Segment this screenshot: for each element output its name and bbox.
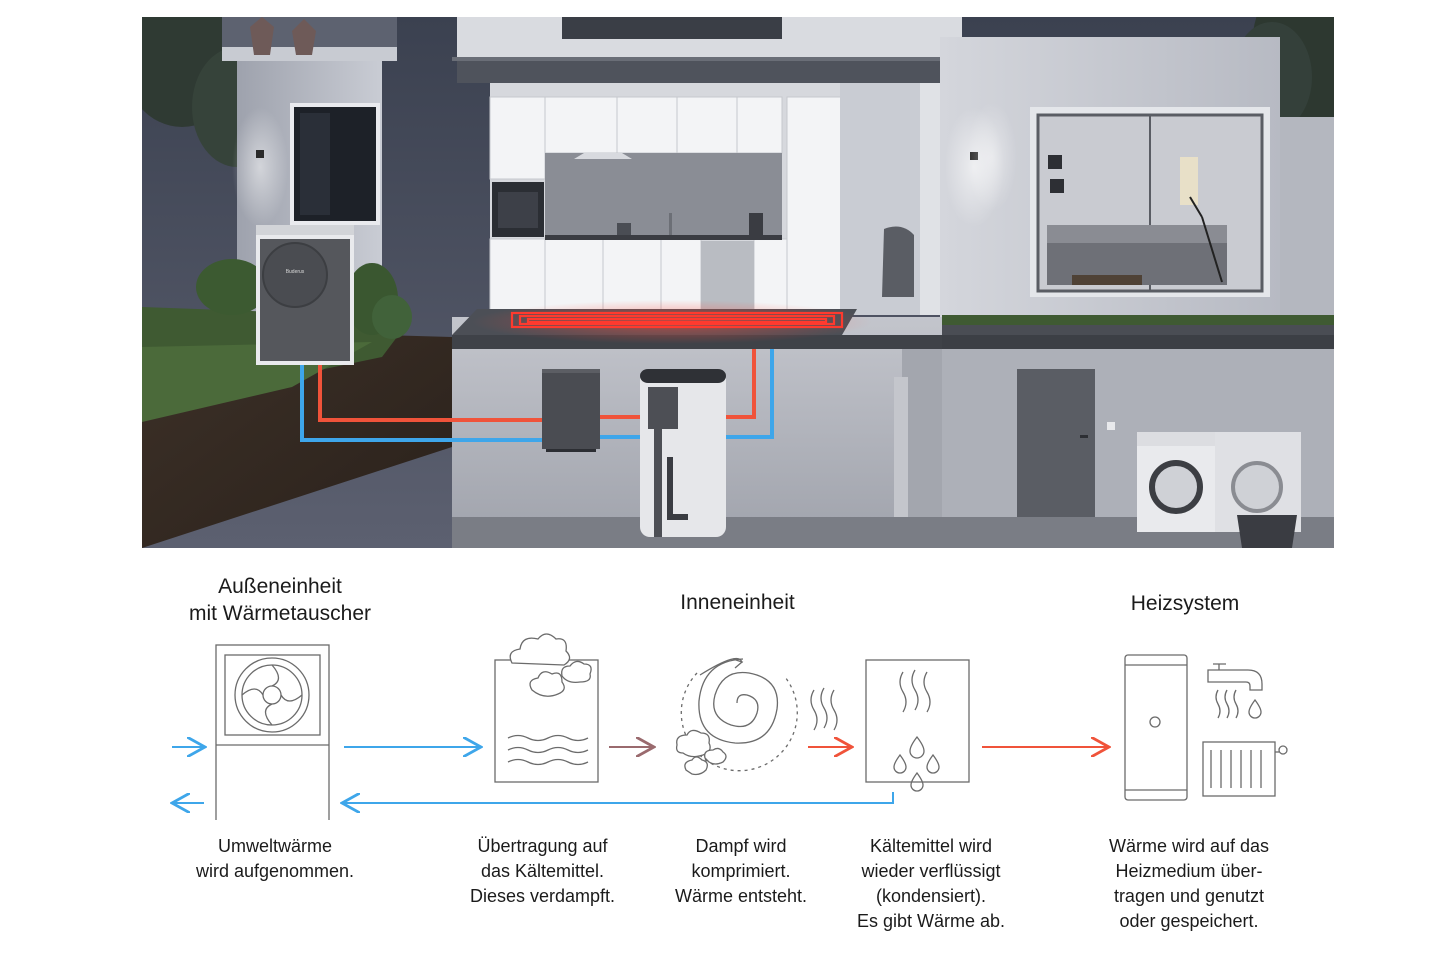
caption-step-1: Umweltwärme wird aufgenommen. [195,836,355,881]
caption-step-5: Wärme wird auf das Heizmedium über- trag… [1108,836,1270,931]
hot-pipe-outdoor [318,365,542,422]
outdoor-unit-icon [215,644,330,820]
heading-heating-system: Heizsystem [1130,592,1240,615]
house-cutaway-illustration: Buderus [142,17,1334,548]
indoor-unit [542,369,600,452]
caption-step-2: Übertragung auf das Kältemittel. Dieses … [469,836,616,906]
heating-system-icon [1124,654,1288,801]
evaporator-icon [494,633,599,783]
wall-lamp-left [256,150,264,158]
terrace-plants [250,17,316,55]
condenser-icon [865,659,970,792]
cellar-door [1017,369,1095,517]
hot-water-cylinder [640,369,726,537]
upper-floor-slab [457,57,977,83]
heat-pump-process-diagram [0,633,1288,820]
compressor-icon [675,657,838,776]
caption-step-3: Dampf wird komprimiert. Wärme entsteht. [674,836,808,906]
heading-outdoor-unit: Außeneinheit mit Wärmetauscher [188,575,372,625]
underfloor-heating-loops [510,311,844,329]
sofa [1047,237,1227,285]
caption-step-4: Kältemittel wird wieder verflüssigt (kon… [856,836,1006,931]
heading-indoor-unit: Inneneinheit [680,591,795,614]
armchair [882,226,914,297]
bushes [196,259,412,339]
outdoor-heat-pump-unit: Buderus [256,225,354,365]
cold-pipe-outdoor [300,365,542,442]
return-line-arrow [344,792,894,803]
unit-brand-label: Buderus [286,269,305,275]
washing-machine [1137,432,1215,532]
laundry-basket [1237,515,1297,548]
